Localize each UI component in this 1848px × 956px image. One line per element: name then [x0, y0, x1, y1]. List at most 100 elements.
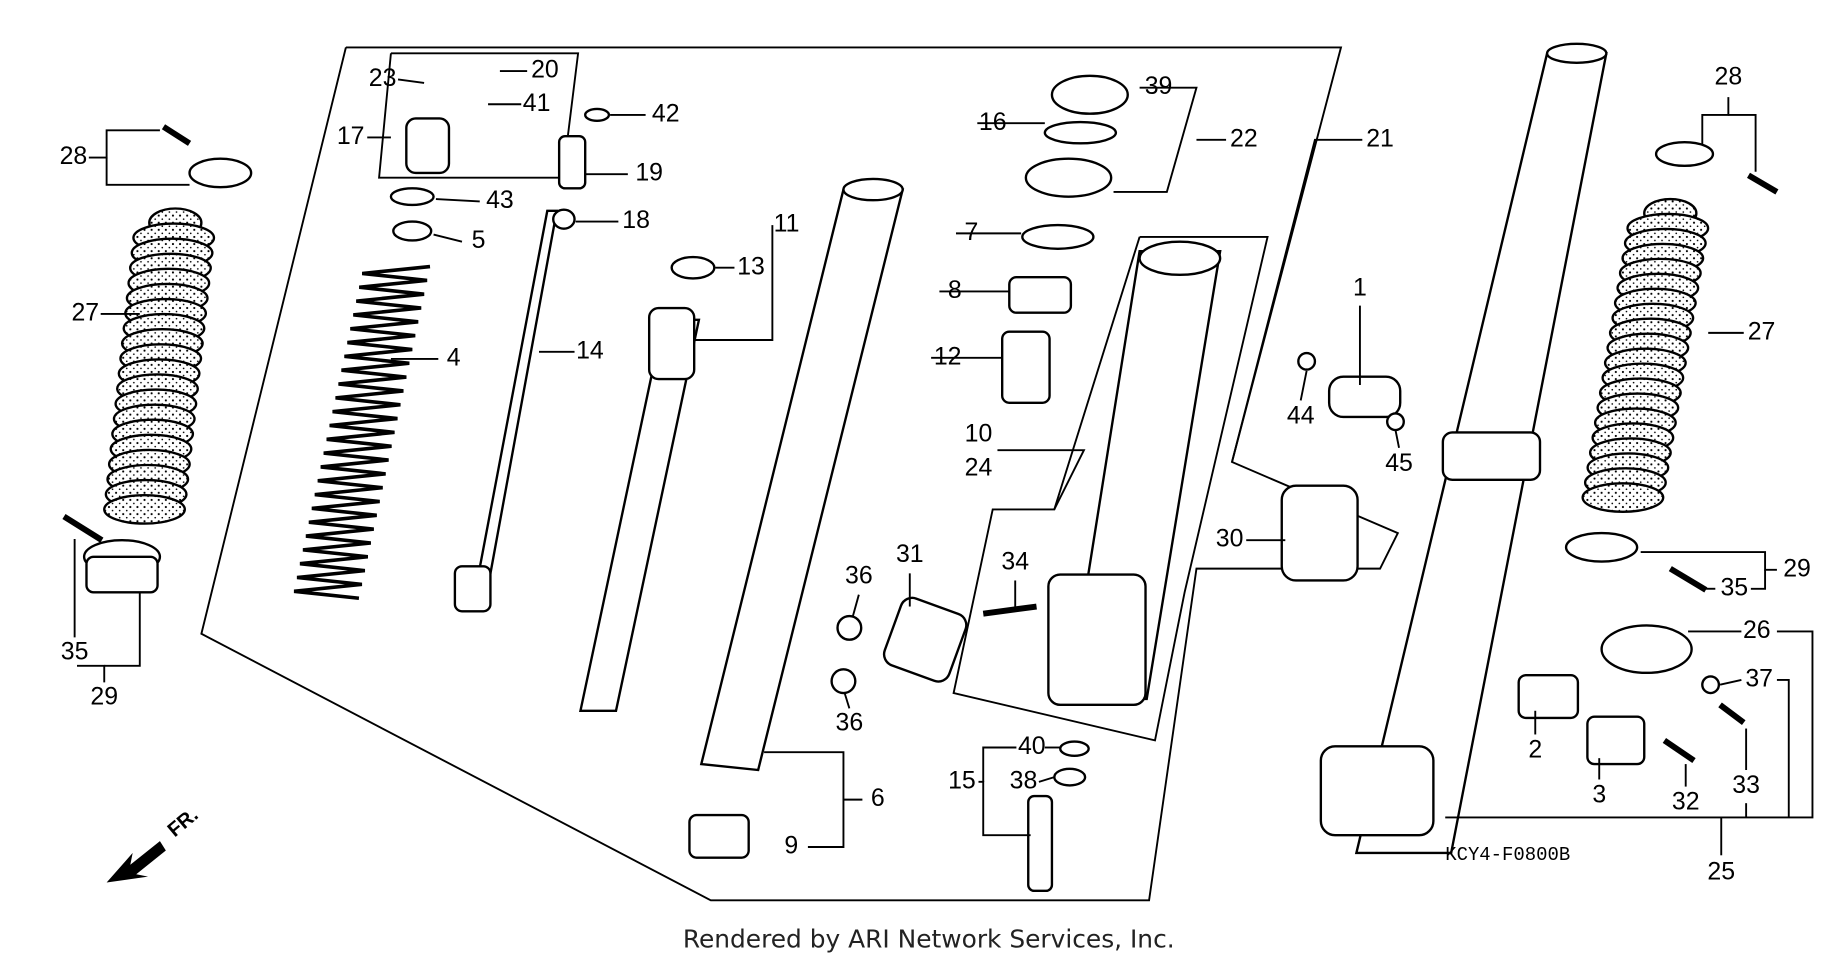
- callout-23[interactable]: 23: [369, 64, 397, 92]
- center-bolt: [1027, 794, 1054, 893]
- callout-22[interactable]: 22: [1230, 124, 1258, 152]
- nut-36-bottom: [830, 668, 857, 695]
- callout-12[interactable]: 12: [934, 342, 962, 370]
- leader-line: [1113, 86, 1198, 193]
- callout-15[interactable]: 15: [948, 766, 976, 794]
- callout-25[interactable]: 25: [1707, 858, 1735, 886]
- axle-holder: [1047, 573, 1147, 707]
- callout-7[interactable]: 7: [964, 218, 978, 246]
- callout-4[interactable]: 4: [447, 344, 461, 372]
- callout-38[interactable]: 38: [1010, 766, 1038, 794]
- callout-31[interactable]: 31: [896, 540, 924, 568]
- oring-40: [1059, 740, 1090, 757]
- callout-11[interactable]: 11: [774, 210, 800, 238]
- leader-line: [1701, 97, 1730, 145]
- boot-band-28-right: [1654, 140, 1715, 168]
- callout-40[interactable]: 40: [1018, 732, 1046, 760]
- leader-line: [997, 449, 1086, 510]
- screw-28-right: [1747, 172, 1779, 195]
- callout-5[interactable]: 5: [472, 226, 486, 254]
- leader-line: [433, 233, 463, 243]
- leader-line: [1299, 370, 1308, 401]
- callout-8[interactable]: 8: [948, 276, 962, 304]
- callout-29[interactable]: 29: [1783, 554, 1811, 582]
- callout-30[interactable]: 30: [1216, 525, 1244, 553]
- callout-13[interactable]: 13: [737, 252, 765, 280]
- callout-18[interactable]: 18: [622, 206, 650, 234]
- backup-ring-7: [1021, 223, 1095, 250]
- callout-41[interactable]: 41: [523, 89, 551, 117]
- callout-28[interactable]: 28: [1715, 63, 1743, 91]
- leader-line: [104, 592, 141, 667]
- dust-boot-right: [1581, 197, 1710, 513]
- callout-43[interactable]: 43: [486, 186, 514, 214]
- callout-6[interactable]: 6: [871, 784, 885, 812]
- front-arrow: FR.: [106, 804, 203, 883]
- damper-rod: [474, 209, 559, 588]
- spring-seat-5: [392, 220, 433, 242]
- front-label: FR.: [164, 804, 203, 842]
- bolt-33: [1718, 702, 1746, 725]
- leader-line: [978, 780, 1031, 837]
- callout-19[interactable]: 19: [635, 159, 663, 187]
- callout-34[interactable]: 34: [1001, 547, 1029, 575]
- callout-3[interactable]: 3: [1592, 781, 1606, 809]
- callout-37[interactable]: 37: [1745, 665, 1773, 693]
- callout-32[interactable]: 32: [1672, 788, 1700, 816]
- bushing-13: [670, 255, 716, 280]
- boot-fold: [103, 493, 186, 525]
- oring-43: [389, 187, 435, 207]
- leader-line: [694, 225, 774, 341]
- callout-27[interactable]: 27: [1748, 317, 1776, 345]
- callout-27[interactable]: 27: [71, 298, 99, 326]
- guide-2: [1517, 674, 1580, 720]
- leader-line: [88, 129, 160, 159]
- slide-bushing-12: [1001, 330, 1051, 404]
- callout-35[interactable]: 35: [1720, 573, 1748, 601]
- callout-39[interactable]: 39: [1145, 72, 1173, 100]
- callout-45[interactable]: 45: [1385, 449, 1413, 477]
- leader-line: [852, 594, 860, 617]
- callout-14[interactable]: 14: [576, 336, 604, 364]
- leader-line: [1394, 429, 1400, 448]
- callout-1[interactable]: 1: [1353, 274, 1367, 302]
- stud-34: [982, 603, 1037, 617]
- callout-9[interactable]: 9: [784, 832, 798, 860]
- callout-35[interactable]: 35: [61, 637, 89, 665]
- callout-20[interactable]: 20: [531, 56, 559, 84]
- callout-36[interactable]: 36: [836, 708, 864, 736]
- leader-line: [1640, 551, 1777, 571]
- bolt-44: [1297, 351, 1317, 371]
- boot-fold: [1581, 482, 1665, 513]
- callout-16[interactable]: 16: [979, 108, 1007, 136]
- callout-24[interactable]: 24: [965, 454, 993, 482]
- clip-16: [1043, 120, 1118, 145]
- callout-26[interactable]: 26: [1743, 616, 1771, 644]
- callout-21[interactable]: 21: [1366, 124, 1394, 152]
- callout-29[interactable]: 29: [90, 682, 118, 710]
- callout-28[interactable]: 28: [60, 142, 88, 170]
- callout-17[interactable]: 17: [337, 122, 365, 150]
- callout-10[interactable]: 10: [965, 419, 993, 447]
- leader-line: [77, 664, 106, 683]
- washer-37: [1701, 675, 1721, 695]
- nut-36-top: [836, 614, 863, 641]
- leader-line: [1719, 679, 1742, 686]
- callout-33[interactable]: 33: [1732, 771, 1760, 799]
- callout-36[interactable]: 36: [845, 561, 873, 589]
- front-arrow-icon: [106, 841, 166, 883]
- leader-line: [435, 198, 480, 203]
- callout-44[interactable]: 44: [1287, 402, 1315, 430]
- screw-35-left: [62, 513, 104, 543]
- oil-seal: [1024, 157, 1113, 198]
- callout-2[interactable]: 2: [1528, 736, 1542, 764]
- axle-holder-31: [882, 596, 968, 683]
- dust-boot-left: [103, 207, 216, 525]
- screw-35-right: [1668, 566, 1708, 593]
- callout-42[interactable]: 42: [652, 99, 680, 127]
- nut-18: [552, 208, 576, 230]
- slider-bushing-9: [688, 813, 750, 859]
- leader-line: [807, 799, 845, 848]
- leader-line: [1231, 138, 1363, 463]
